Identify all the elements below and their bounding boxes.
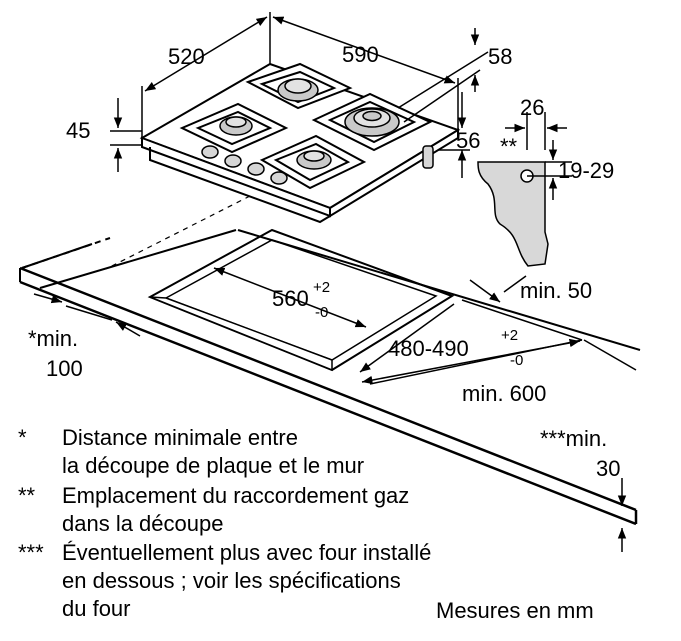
worktop-cutout [147,228,455,372]
knob-2 [224,154,242,168]
units-note: Mesures en mm [436,598,594,623]
note-text-line: du four [62,596,131,621]
note-text-line: Éventuellement plus avec four installé [62,540,432,565]
side-section-view [477,112,572,267]
gas-connection-marker: ** [500,134,518,159]
knob-3 [247,162,265,176]
note-text-line: dans la découpe [62,511,224,536]
dim-590: 590 [342,42,379,67]
dim-45: 45 [66,118,90,143]
knob-4 [270,171,288,185]
burner-back-left [277,78,319,102]
dim-min-100-label: *min. [28,326,78,351]
note-text-line: Emplacement du raccordement gaz [62,483,410,508]
dim-19-29: 19-29 [558,158,614,183]
note-marker: * [18,425,27,450]
note-marker: *** [18,540,44,565]
burner-front [296,150,332,170]
dim-26: 26 [520,95,544,120]
note-text-line: Distance minimale entre [62,425,298,450]
dim-480-490-tol-plus: +2 [501,327,518,344]
gas-connector [422,145,434,169]
dim-min-600: min. 600 [462,381,546,406]
dim-480-490-tol-minus: -0 [510,352,523,369]
note-text-line: la découpe de plaque et le mur [62,453,365,478]
worktop-back-edge [237,229,641,351]
dim-480-490: 480-490 [388,336,469,361]
note-text-line: en dessous ; voir les spécifications [62,568,401,593]
dim-520: 520 [168,44,205,69]
dimension-lines-top [110,12,489,178]
dim-min-30-value: 30 [596,456,620,481]
dim-min-100-value: 100 [46,356,83,381]
worktop-front-edge [19,266,637,512]
knob-1 [201,145,219,159]
dim-560-tol-minus: -0 [315,304,328,321]
dim-560: 560 [272,286,309,311]
hob-recess-body [149,147,331,224]
dim-560-tol-plus: +2 [313,279,330,296]
dim-min-50: min. 50 [520,278,592,303]
side-profile [477,161,549,267]
burner-wok-right [344,107,400,137]
dim-min-30-label: ***min. [540,426,607,451]
note-marker: ** [18,483,36,508]
control-knobs [201,145,288,185]
burner-front-left [219,116,253,136]
dim-56: 56 [456,128,480,153]
dim-58: 58 [488,44,512,69]
dimension-lines-worktop [33,267,637,552]
